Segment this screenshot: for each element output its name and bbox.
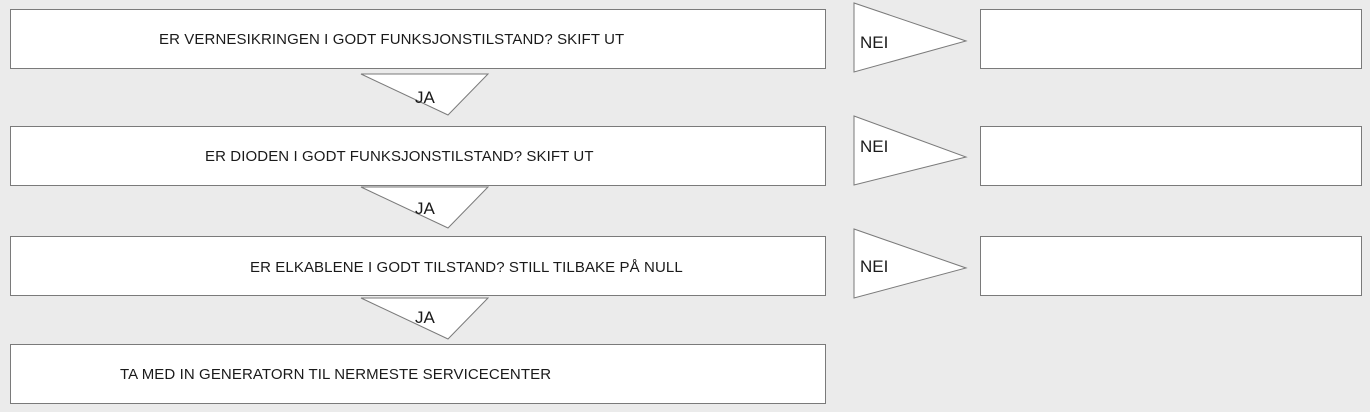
yes-arrow-3 [360, 297, 490, 340]
action-box-3 [980, 236, 1362, 296]
question-text-2: ER DIODEN I GODT FUNKSJONSTILSTAND? SKIF… [205, 148, 594, 165]
yes-label-1: JA [415, 88, 435, 107]
no-arrow-2 [853, 115, 968, 186]
no-label-1: NEI [860, 33, 889, 52]
yes-arrow-2 [360, 186, 490, 229]
final-box [10, 344, 826, 404]
question-box-3 [10, 236, 826, 296]
action-box-2 [980, 126, 1362, 186]
question-text-3: ER ELKABLENE I GODT TILSTAND? STILL TILB… [250, 259, 683, 276]
yes-arrow-1 [360, 73, 490, 116]
question-text-1: ER VERNESIKRINGEN I GODT FUNKSJONSTILSTA… [159, 31, 625, 48]
no-label-2: NEI [860, 137, 889, 156]
question-box-2 [10, 126, 826, 186]
final-text: TA MED IN GENERATORN TIL NERMESTE SERVIC… [120, 366, 552, 383]
no-label-3: NEI [860, 257, 889, 276]
action-box-1 [980, 9, 1362, 69]
no-arrow-1 [853, 2, 968, 73]
yes-label-2: JA [415, 199, 435, 218]
no-arrow-3 [853, 228, 968, 299]
question-box-1 [10, 9, 826, 69]
yes-label-3: JA [415, 308, 435, 327]
